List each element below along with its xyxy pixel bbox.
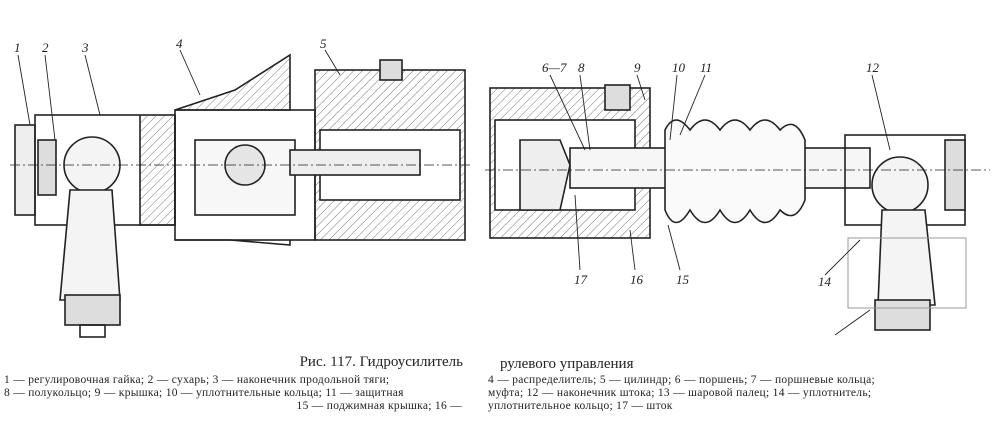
callout-11: 11: [700, 60, 712, 75]
legend-line-2-right: муфта; 12 — наконечник штока; 13 — шаров…: [488, 387, 872, 399]
legend-line-3-left: 15 — поджимная крышка; 16 —: [296, 400, 462, 412]
right-assembly: [485, 84, 990, 331]
legend-line-1-left: 1 — регулировочная гайка; 2 — сухарь; 3 …: [4, 374, 390, 386]
leader-lines: [17, 49, 891, 336]
callout-16: 16: [630, 272, 644, 287]
callout-12: 12: [866, 60, 880, 75]
callout-10: 10: [672, 60, 686, 75]
legend-line-1-right: 4 — распределитель; 5 — цилиндр; 6 — пор…: [488, 374, 875, 386]
callout-5: 5: [320, 36, 327, 51]
callout-2: 2: [42, 40, 49, 55]
callout-4: 4: [176, 36, 183, 51]
callout-8: 8: [578, 60, 585, 75]
callout-17: 17: [574, 272, 588, 287]
callout-14: 14: [818, 274, 832, 289]
legend-line-2-left: 8 — полукольцо; 9 — крышка; 10 — уплотни…: [4, 387, 404, 399]
figure-caption-left: Рис. 117. Гидроусилитель: [299, 354, 463, 370]
legend-line-3-right: уплотнительное кольцо; 17 — шток: [488, 400, 673, 412]
callout-1: 1: [14, 40, 21, 55]
left-assembly: [10, 53, 470, 338]
callout-6-7: 6—7: [542, 60, 567, 75]
callout-15: 15: [676, 272, 690, 287]
callout-3: 3: [81, 40, 89, 55]
figure-caption-right: рулевого управления: [500, 356, 634, 372]
callout-9: 9: [634, 60, 641, 75]
